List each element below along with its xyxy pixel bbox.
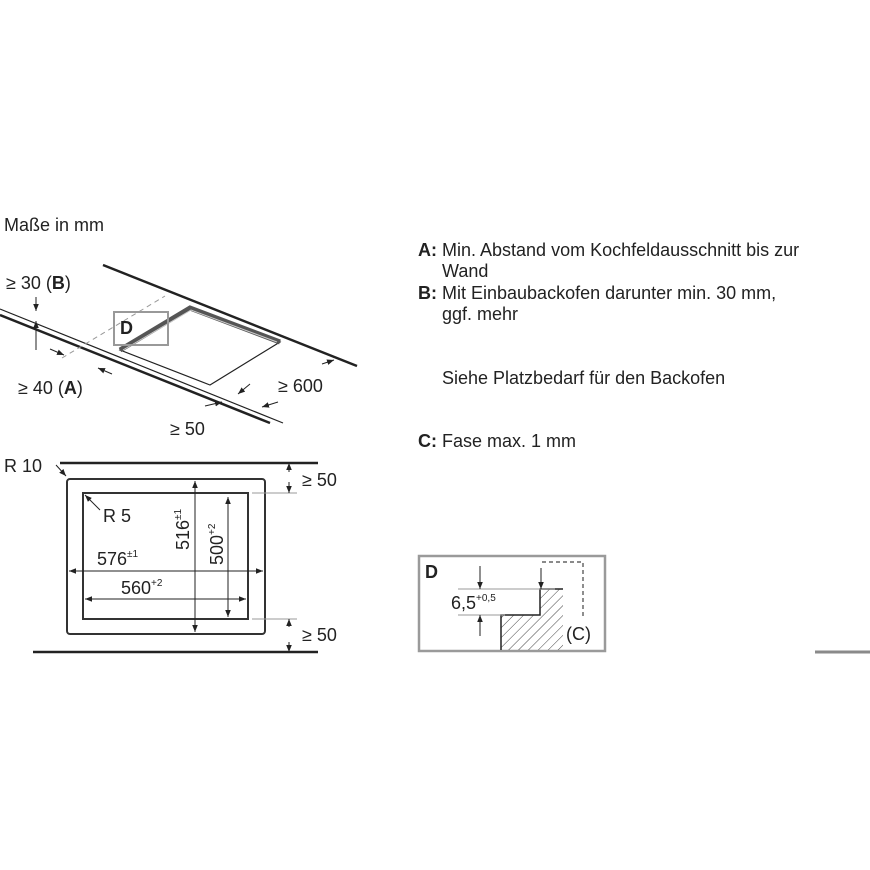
wall-line bbox=[102, 263, 358, 368]
outer-depth-tol: ±1 bbox=[173, 508, 184, 519]
outer-depth-value: 516 bbox=[173, 520, 193, 550]
inner-radius-label: R 5 bbox=[103, 506, 131, 526]
step-tol: +0,5 bbox=[476, 593, 496, 604]
worktop-edge bbox=[0, 308, 284, 424]
detail-d-marker bbox=[113, 311, 169, 346]
detail-d-title: D bbox=[425, 562, 438, 582]
legend-c: C:Fase max. 1 mm bbox=[418, 431, 577, 451]
svg-text:≥ 30 (B): ≥ 30 (B) bbox=[6, 273, 71, 293]
top-view: D ≥ 30 (B) ≥ 40 (A) ≥ 50 ≥ 600 bbox=[0, 263, 358, 439]
detail-d-view: D 6,5+0,5 (C) bbox=[417, 554, 607, 653]
legend-oven-note: Siehe Platzbedarf für den Backofen bbox=[442, 368, 726, 388]
svg-text:≥ 40 (A): ≥ 40 (A) bbox=[18, 378, 83, 398]
dim-front-value: ≥ 50 bbox=[170, 419, 205, 439]
hatched-profile bbox=[501, 589, 563, 650]
dim-depth-value: ≥ 600 bbox=[278, 376, 323, 396]
dim-a-value: ≥ 40 bbox=[18, 378, 53, 398]
svg-text:500+2: 500+2 bbox=[207, 523, 227, 565]
outer-width-value: 576 bbox=[97, 549, 127, 569]
cutout-chamfer bbox=[118, 305, 281, 353]
inner-width-value: 560 bbox=[121, 578, 151, 598]
inner-width-tol: +2 bbox=[151, 578, 163, 589]
svg-text:516±1: 516±1 bbox=[173, 508, 193, 550]
outer-radius-label: R 10 bbox=[4, 456, 42, 476]
outer-cutout bbox=[66, 478, 266, 635]
clearance-top-value: ≥ 50 bbox=[302, 470, 337, 490]
svg-text:6,5+0,5: 6,5+0,5 bbox=[451, 593, 496, 613]
svg-text:560+2: 560+2 bbox=[121, 578, 163, 598]
cutout-view: R 10 R 5 576±1 560+2 516±1 500+2 ≥ 50 ≥ … bbox=[4, 456, 337, 654]
clearance-bottom-value: ≥ 50 bbox=[302, 625, 337, 645]
dim-b-value: ≥ 30 bbox=[6, 273, 41, 293]
svg-text:576±1: 576±1 bbox=[97, 549, 139, 569]
legend-a: A:Min. Abstand vom Kochfeldausschnitt bi… bbox=[418, 240, 800, 281]
legend-b: B:Mit Einbaubackofen darunter min. 30 mm… bbox=[418, 283, 777, 324]
units-title: Maße in mm bbox=[4, 215, 104, 235]
chamfer-ref: (C) bbox=[566, 624, 591, 644]
step-value: 6,5 bbox=[451, 593, 476, 613]
detail-d-label: D bbox=[120, 318, 133, 338]
dim-a-ref: A bbox=[64, 378, 77, 398]
inner-depth-value: 500 bbox=[207, 535, 227, 565]
inner-cutout bbox=[82, 492, 249, 620]
worktop-edge-front bbox=[0, 313, 271, 425]
inner-depth-tol: +2 bbox=[207, 523, 218, 535]
dim-b-ref: B bbox=[52, 273, 65, 293]
outer-width-tol: ±1 bbox=[127, 549, 138, 560]
